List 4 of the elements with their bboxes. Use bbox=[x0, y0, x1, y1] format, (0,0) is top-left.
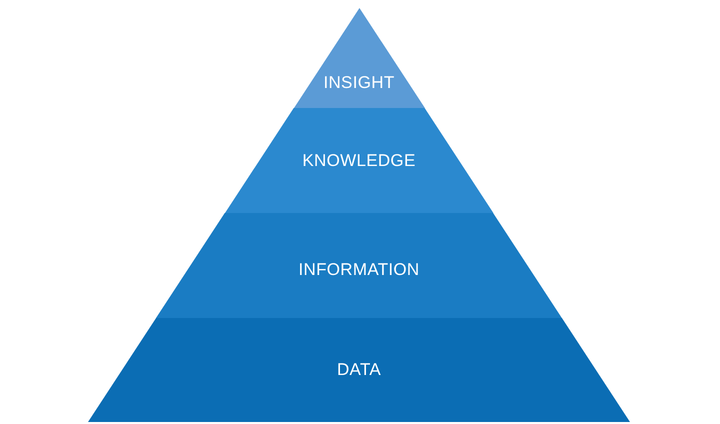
tier-label: KNOWLEDGE bbox=[302, 150, 416, 170]
tier-label: DATA bbox=[336, 360, 381, 380]
tier-label: INFORMATION bbox=[298, 260, 420, 280]
tier-label: INSIGHT bbox=[323, 73, 394, 93]
